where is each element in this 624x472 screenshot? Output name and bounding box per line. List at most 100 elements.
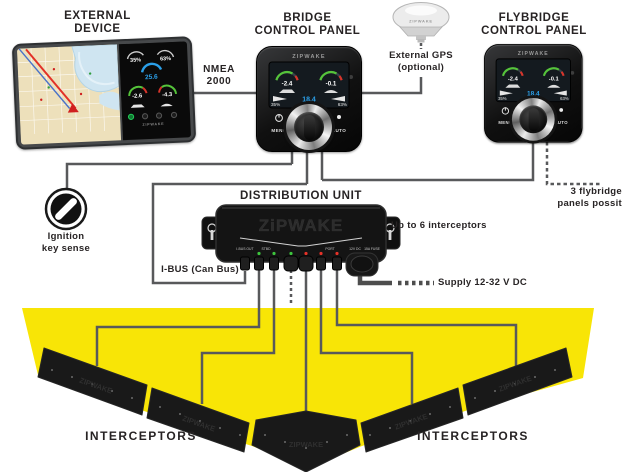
menu-button-label: MENU xyxy=(498,120,512,125)
wire-interceptor-2 xyxy=(200,270,276,404)
ibus-label: I-BUS (Can Bus) xyxy=(161,264,239,275)
route-line-red xyxy=(25,48,77,109)
wire-interceptor-6 xyxy=(335,270,518,366)
bridge-control-panel: ZIPWAKE -2.4 -0.1 18.4 35% 63% MENU AUTO xyxy=(256,46,362,152)
chart-map xyxy=(16,44,122,145)
flybridge-note-line1: 3 flybridge xyxy=(570,186,622,197)
gps-label: External GPS (optional) xyxy=(370,50,472,73)
external-device-title-line2: DEVICE xyxy=(74,23,121,35)
unit-leds xyxy=(257,251,339,256)
panel-roll: -0.1 xyxy=(549,77,560,83)
menu-button-label: MENU xyxy=(271,128,286,133)
gps-label-line1: External GPS xyxy=(389,50,453,61)
rotary-control-knob xyxy=(511,97,555,141)
external-device: 35% 63% 25.6 -2.6 -4.3 ZIPWAKE xyxy=(11,36,197,150)
interceptor-blades xyxy=(37,347,573,472)
bridge-title-line2: CONTROL PANEL xyxy=(254,25,361,37)
power-icon xyxy=(275,114,283,122)
ignition-label-line1: Ignition xyxy=(47,231,85,242)
wire-interceptor-5 xyxy=(319,270,414,404)
port-label-fuse: 15A FUSE xyxy=(364,247,381,251)
panel-left-pct: 35% xyxy=(498,96,507,101)
auto-led xyxy=(337,115,341,119)
flybridge-title-line2: CONTROL PANEL xyxy=(481,25,587,37)
wire-flybridge xyxy=(322,142,535,182)
unit-connectors xyxy=(240,252,379,277)
nmea-label: NMEA 2000 xyxy=(189,64,249,88)
blade-logo: ZIPWAKE xyxy=(289,440,323,449)
auto-button-label: AUTO xyxy=(332,128,347,133)
blade-left-outer xyxy=(37,347,148,416)
rotary-control-knob xyxy=(286,104,332,150)
nmea-line1: NMEA xyxy=(203,64,235,75)
panel-right-pct: 63% xyxy=(560,96,569,101)
port-label-stbd: STBD xyxy=(261,247,271,251)
panel-roll: -0.1 xyxy=(326,81,337,88)
wire-gps xyxy=(360,77,423,95)
wire-ignition xyxy=(65,162,292,189)
panel-right-pct: 63% xyxy=(338,102,347,107)
knob-joystick xyxy=(304,115,315,140)
power-icon xyxy=(501,107,510,115)
interceptors-label-right: INTERCEPTORS xyxy=(417,429,529,443)
blade-right-inner xyxy=(360,387,464,453)
unit-port-labels: I-BUS OUT STBD PORT 12V DC 15A FUSE xyxy=(236,247,380,251)
distribution-unit: ZiPWAKE I-BUS OUT STBD PORT 12V DC 15A F… xyxy=(201,204,401,277)
mfd-buttons xyxy=(127,111,178,120)
port-label-power: 12V DC xyxy=(349,247,361,251)
wire-flybridge-optional xyxy=(545,142,602,186)
external-device-title-line1: EXTERNAL xyxy=(64,10,131,22)
flybridge-panel-title: FLYBRIDGE CONTROL PANEL xyxy=(466,12,602,38)
distribution-unit-title: DISTRIBUTION UNIT xyxy=(240,190,362,202)
panel-brand: ZIPWAKE xyxy=(518,51,549,57)
hull-shape xyxy=(22,308,594,468)
blade-screws xyxy=(51,369,556,449)
external-device-title: EXTERNAL DEVICE xyxy=(30,10,165,36)
port-label-ibus: I-BUS OUT xyxy=(236,247,253,251)
flybridge-note: 3 flybridge panels possit xyxy=(520,186,622,209)
wire-interceptor-1 xyxy=(95,270,261,366)
supply-label: Supply 12-32 V DC xyxy=(438,277,528,288)
blade-right-outer xyxy=(462,347,573,416)
flybridge-title-line1: FLYBRIDGE xyxy=(498,12,570,24)
blade-center xyxy=(251,410,361,472)
wire-ibus xyxy=(151,182,307,285)
flybridge-note-line2: panels possit xyxy=(557,197,622,209)
mfd-brand: ZIPWAKE xyxy=(142,122,164,127)
mfd-screen-canvas: 35% 63% 25.6 -2.6 -4.3 ZIPWAKE xyxy=(118,41,185,131)
ignition-key-icon xyxy=(44,187,88,231)
panel-brand: ZIPWAKE xyxy=(292,54,325,60)
ignition-label-line2: key sense xyxy=(41,242,91,254)
boat-transom-icon xyxy=(160,103,173,107)
panel-left-pct: 35% xyxy=(271,102,280,107)
mfd-roll: -4.3 xyxy=(162,92,173,98)
mfd-gauge-left: 35% xyxy=(130,57,141,63)
panel-pitch: -2.4 xyxy=(282,81,293,88)
bridge-panel-title: BRIDGE CONTROL PANEL xyxy=(240,12,375,38)
bridge-panel-face: ZIPWAKE -2.4 -0.1 18.4 35% 63% MENU AUTO xyxy=(268,54,353,133)
flybridge-control-panel: ZIPWAKE -2.4 -0.1 18.4 35% 63% xyxy=(484,44,583,143)
boat-transom-icon xyxy=(547,84,561,88)
up-to-six-label: Up to 6 interceptors xyxy=(391,220,487,231)
auto-led xyxy=(559,108,564,112)
unit-bracket-line xyxy=(239,237,363,247)
water-area xyxy=(71,44,120,93)
water-area-2 xyxy=(99,91,120,111)
nmea-line2: 2000 xyxy=(206,76,232,87)
boat-side-icon xyxy=(279,89,295,93)
panel-pitch: -2.4 xyxy=(508,77,519,83)
ignition-label: Ignition key sense xyxy=(26,231,106,254)
auto-button-label: AUTO xyxy=(554,120,568,125)
boat-side-icon xyxy=(130,104,145,108)
wires xyxy=(65,43,602,416)
gps-brand: ZIPWAKE xyxy=(409,19,433,24)
boat-position-marker xyxy=(67,103,79,113)
mfd-speed: 25.6 xyxy=(145,74,158,82)
gps-antenna: ZIPWAKE xyxy=(392,2,450,43)
port-label-port: PORT xyxy=(325,247,334,251)
panel-speed: 18.4 xyxy=(527,91,540,98)
gps-label-line2: (optional) xyxy=(397,61,445,73)
flybridge-panel-face: ZIPWAKE -2.4 -0.1 18.4 35% 63% xyxy=(495,51,575,125)
boat-transom-icon xyxy=(324,90,338,93)
